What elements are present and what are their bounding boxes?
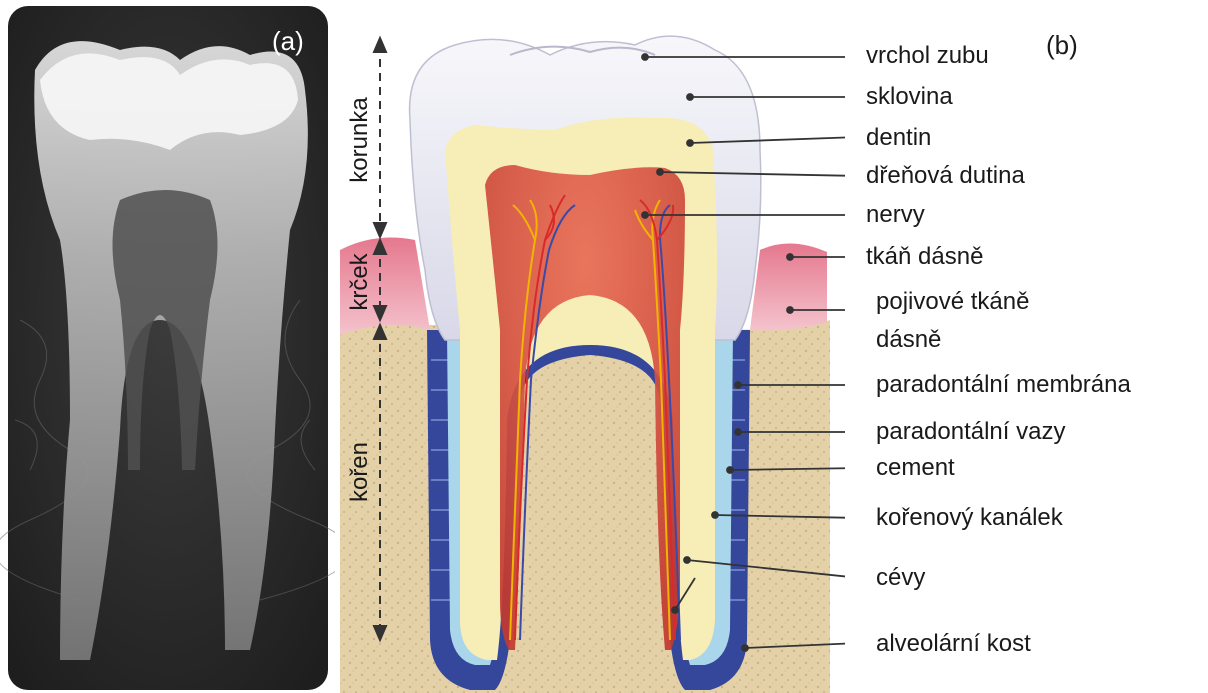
label-gum-connective-tissue-line2: dásně <box>876 328 941 352</box>
region-neck-label: krček <box>348 252 372 312</box>
xray-panel-tag: (a) <box>272 26 304 56</box>
label-alveolar-bone: alveolární kost <box>876 632 1031 656</box>
label-dentin: dentin <box>866 126 931 150</box>
label-enamel: sklovina <box>866 85 953 109</box>
label-blood-vessels: cévy <box>876 566 925 590</box>
label-cementum: cement <box>876 456 955 480</box>
label-root-canal: kořenový kanálek <box>876 506 1063 530</box>
region-crown-label: korunka <box>348 90 372 190</box>
xray-panel: (a) <box>0 0 335 693</box>
illustration-panel-tag: (b) <box>1046 32 1078 58</box>
label-gum-tissue: tkáň dásně <box>866 245 983 269</box>
label-periodontal-ligaments: paradontální vazy <box>876 420 1065 444</box>
alveolar-bone <box>340 320 830 693</box>
label-gum-connective-tissue-line1: pojivové tkáně <box>876 290 1029 314</box>
region-root-label: kořen <box>348 437 372 507</box>
label-periodontal-membrane: paradontální membrána <box>876 373 1131 397</box>
label-pulp-cavity: dřeňová dutina <box>866 164 1025 188</box>
label-tooth-crown-top: vrchol zubu <box>866 44 989 68</box>
tooth-illustration <box>335 0 845 693</box>
label-nerves: nervy <box>866 203 925 227</box>
